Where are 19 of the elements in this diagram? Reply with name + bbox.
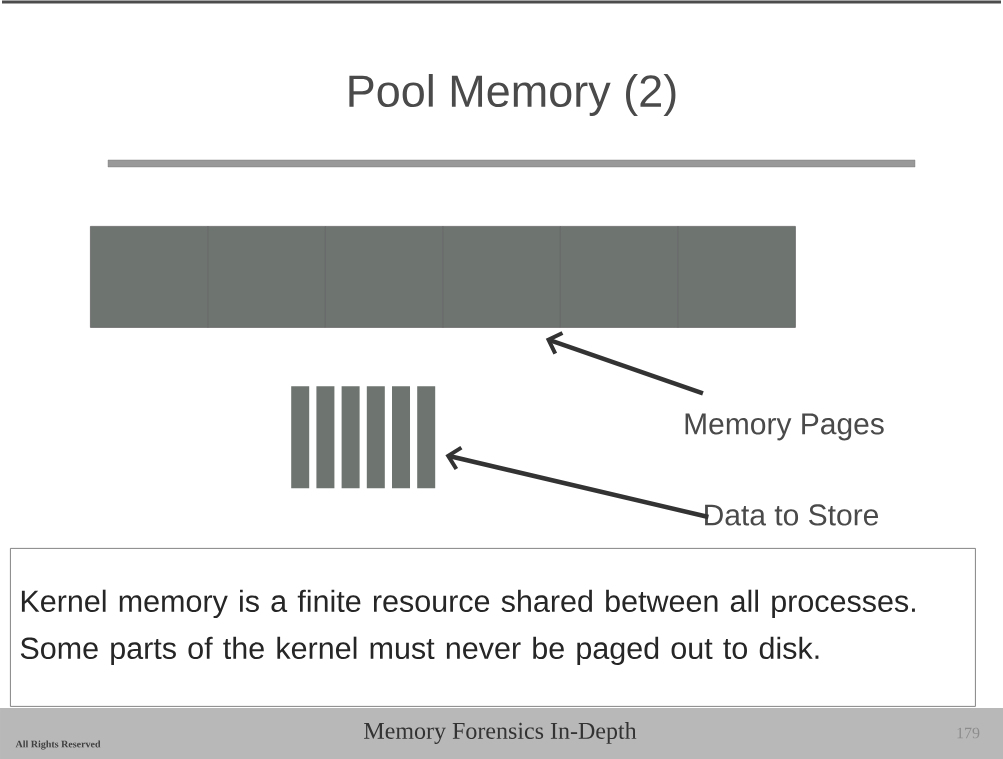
data-bar (341, 386, 360, 489)
pointer-label: Data to Store (705, 504, 879, 526)
memory-page-block (325, 226, 444, 328)
slide-title: Pool Memory (2) (349, 74, 676, 116)
copyright-note: All Rights Reserved (15, 740, 101, 750)
data-bar (291, 386, 310, 489)
arrow (445, 445, 709, 520)
text-box: Kernel memory is a finite resource shared between all processes. Some parts of the kernel must never be paged out to disk. (10, 548, 976, 707)
memory-page-block (560, 226, 679, 328)
arrow (545, 331, 704, 396)
pointer-label: Memory Pages (685, 413, 884, 441)
data-bar (417, 386, 436, 489)
data-bar (316, 386, 335, 489)
memory-page-block (90, 226, 209, 328)
data-bar (392, 386, 410, 489)
data-bar (366, 386, 385, 489)
memory-page-block (207, 226, 326, 328)
memory-page-block (677, 226, 796, 328)
memory-page-block (442, 226, 561, 328)
